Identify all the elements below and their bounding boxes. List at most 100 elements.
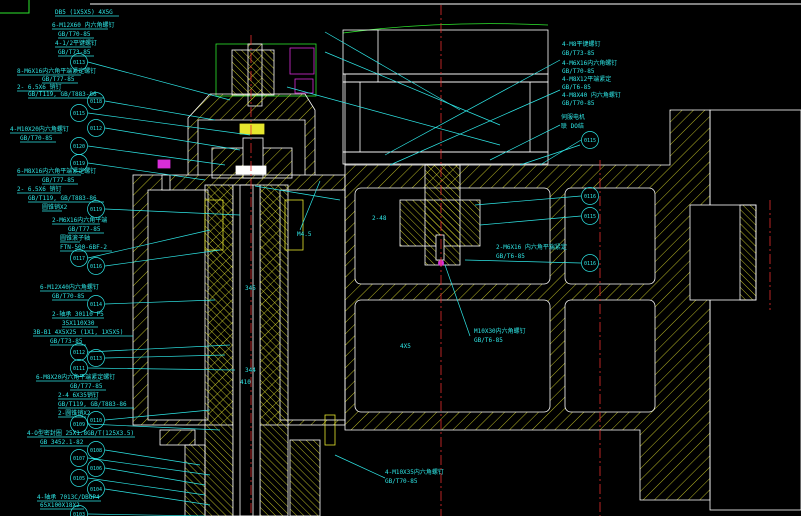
leader-line <box>104 449 201 466</box>
leader-line <box>104 100 216 121</box>
part-label: GB 3452.1-82 <box>40 439 84 446</box>
leader-line <box>87 61 231 101</box>
part-balloon <box>70 343 88 361</box>
part-label: GB/T73-85 <box>562 50 595 57</box>
part-balloon <box>87 441 105 459</box>
part-balloon <box>70 449 88 467</box>
leader-line <box>87 112 251 136</box>
part-balloon-number: 0115 <box>584 214 596 220</box>
leader-line <box>324 51 501 126</box>
leader-line <box>299 180 321 231</box>
part-label: 6-M8X20内六角平端紧定螺钉 <box>36 373 115 381</box>
part-balloon-number: 0119 <box>90 207 102 213</box>
leader-line <box>474 195 582 206</box>
part-label: 4-1/2平键螺钉 <box>55 39 97 47</box>
part-balloon-number: 0114 <box>90 302 102 308</box>
part-balloon <box>70 104 88 122</box>
part-label: 4-O型密封圈 25X1.8GB/T(125X3.5) <box>27 429 134 437</box>
part-label: GB/T77-85 <box>42 76 75 83</box>
part-label: 2- 6.5X6 销钉 <box>17 185 62 193</box>
leader-line <box>539 139 582 166</box>
leader-line <box>286 86 501 146</box>
part-label: GB/T73-85 <box>58 49 91 56</box>
part-balloon <box>87 411 105 429</box>
part-balloon-number: 0108 <box>90 448 102 454</box>
part-balloon-number: 0109 <box>73 422 85 428</box>
part-label: 6-M8X16内六角平端紧定螺钉 <box>17 167 96 175</box>
part-label: 4-轴承 7013C/DBGP4 <box>37 493 100 501</box>
servo-motor <box>342 23 549 165</box>
part-label: 伺服电机 <box>561 113 585 121</box>
part-balloon <box>87 480 105 498</box>
part-balloon <box>70 154 88 172</box>
part-label: GB/T6-85 <box>496 253 525 260</box>
part-label: 圆锥销X2 <box>42 203 68 211</box>
part-label: 4-M8X12平端紧定 <box>562 75 611 83</box>
part-label: M10X30内六角螺钉 <box>474 327 526 335</box>
part-balloon-number: 0104 <box>90 487 102 493</box>
part-balloon-number: 0106 <box>90 466 102 472</box>
part-balloon <box>70 505 88 516</box>
part-label: GB/T77-85 <box>68 226 101 233</box>
leader-line <box>87 229 211 259</box>
dimension-text: 345 <box>245 285 256 292</box>
part-label: GB/T70-85 <box>562 100 595 107</box>
part-balloon-number: 0119 <box>73 161 85 167</box>
part-balloon <box>70 469 88 487</box>
part-label: 6-M12X60 内六角螺钉 <box>52 21 115 29</box>
part-balloon-number: 0113 <box>73 60 85 66</box>
leader-line <box>324 31 461 111</box>
part-label: GB/T6-85 <box>562 84 591 91</box>
leader-line <box>87 162 206 181</box>
part-balloon <box>87 92 105 110</box>
part-label: GB/T70-85 <box>52 293 85 300</box>
part-balloon-number: 0120 <box>73 144 85 150</box>
leader-line <box>519 144 581 166</box>
leader-line <box>104 354 226 359</box>
part-balloon-number: 0118 <box>90 99 102 105</box>
leader-line <box>104 127 241 151</box>
part-balloon-number: 0113 <box>90 356 102 362</box>
leader-lines <box>10 15 582 516</box>
part-label: 4-M10X20内六角螺钉 <box>10 125 69 133</box>
part-label: DB5 (1X5X5) 4X5G <box>55 9 113 16</box>
leader-line <box>104 208 241 216</box>
leader-line <box>104 299 216 305</box>
leader-line <box>104 409 211 421</box>
center-lines <box>250 5 771 516</box>
part-label: 2-M6X16内六角平端 <box>52 216 107 224</box>
part-label: 65X100X18X2 <box>40 502 80 509</box>
part-balloon-number: 0116 <box>584 261 596 267</box>
part-balloon-number: 0116 <box>90 264 102 270</box>
part-label: 圆锥滚子轴 <box>60 234 90 242</box>
part-balloon <box>87 349 105 367</box>
spindle-shaft <box>159 184 336 516</box>
part-label: GB/T119, GB/T883-86 <box>28 195 97 202</box>
part-balloon-number: 0105 <box>73 476 85 482</box>
part-label: 3B-B1 4X5X25 (1X1, 1X5X5) <box>33 329 123 336</box>
part-balloons: 0113011801150112012001190119011701160114… <box>70 53 599 516</box>
part-label: GB/T70-85 <box>562 68 595 75</box>
part-balloon-number: 0115 <box>73 111 85 117</box>
part-label: GB/T77-85 <box>70 383 103 390</box>
part-balloon <box>87 257 105 275</box>
dimension-text: 2-48 <box>372 215 387 222</box>
leader-line <box>444 264 471 337</box>
part-label: 2-轴承 30110 P5 <box>52 310 104 318</box>
part-label: 2-圆锥销X2 <box>58 409 91 417</box>
part-label: 2-M6X16 内六角平端紧定 <box>496 243 567 251</box>
part-label: GB/T6-85 <box>474 337 503 344</box>
part-balloon <box>87 459 105 477</box>
part-balloon <box>70 359 88 377</box>
part-balloon <box>581 131 599 149</box>
leader-line <box>254 185 341 201</box>
part-label: 2- 6.5X6 销钉 <box>17 83 62 91</box>
drawing-frame <box>0 0 801 14</box>
leader-line <box>384 59 561 156</box>
leader-line <box>104 488 211 506</box>
part-label: 35X110X30 <box>62 320 95 327</box>
leader-line <box>389 89 561 166</box>
part-balloon-number: 0116 <box>584 194 596 200</box>
dimension-text: 344 <box>245 367 256 374</box>
